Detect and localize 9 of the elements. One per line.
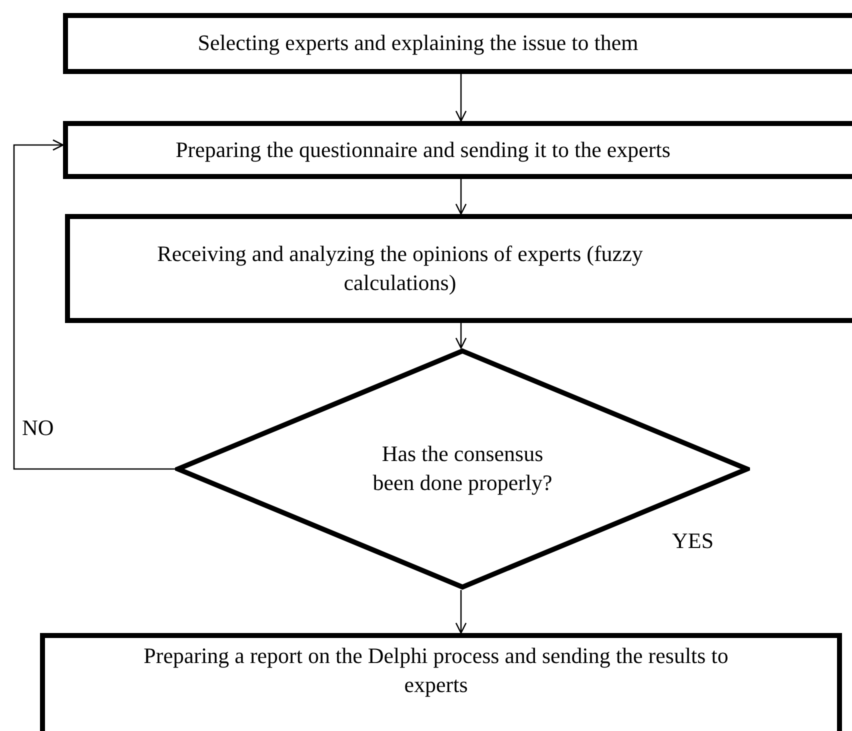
process-text: Receiving and analyzing the opinions of experts (fuzzy calculations) <box>156 240 644 297</box>
process-text: Selecting experts and explaining the issue to them <box>198 29 638 58</box>
process-text: Preparing a report on the Delphi process and sending the results to experts <box>142 642 730 699</box>
decision-text: Has the consensus been done properly? <box>372 440 554 497</box>
process-box <box>63 121 852 179</box>
process-box <box>40 633 842 731</box>
process-box <box>65 214 852 323</box>
process-text: Preparing the questionnaire and sending it to the experts <box>176 136 670 164</box>
process-box <box>63 13 852 74</box>
